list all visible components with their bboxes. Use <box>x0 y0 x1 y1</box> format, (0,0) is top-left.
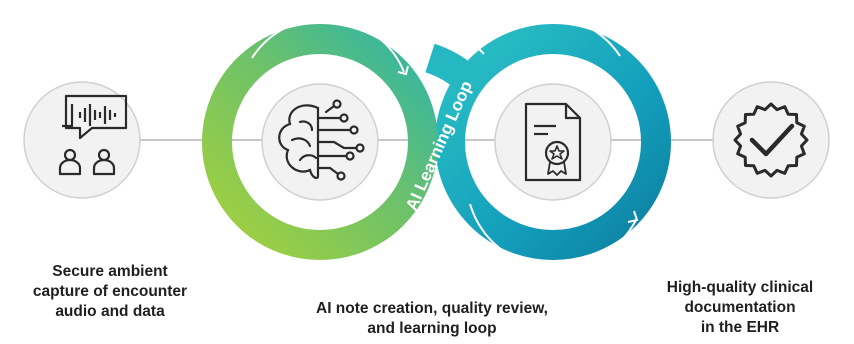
caption-line: capture of encounter <box>32 283 188 300</box>
green-arrow <box>251 17 405 73</box>
caption-line: High-quality clinical <box>666 279 814 296</box>
caption-line: audio and data <box>55 303 165 320</box>
step-ehr <box>712 81 830 199</box>
caption-line: in the EHR <box>700 319 780 336</box>
teal-ring <box>435 24 671 260</box>
caption-line: documentation <box>684 299 796 316</box>
step-document <box>494 83 612 201</box>
green-arrow-head <box>397 65 409 76</box>
caption-line: and learning loop <box>367 320 497 337</box>
green-ring <box>202 24 438 260</box>
teal-arrow-bottom <box>469 203 637 270</box>
certified-document-icon <box>524 102 582 182</box>
caption-capture: Secure ambient capture of encounter audi… <box>10 262 210 322</box>
checkmark-seal-icon <box>733 102 809 178</box>
step-capture <box>23 81 141 199</box>
teal-overlap <box>424 43 481 94</box>
step-ai <box>261 83 379 201</box>
teal-arrow-top-head <box>474 39 487 55</box>
ai-brain-icon <box>278 99 365 181</box>
caption-ehr: High-quality clinical documentation in t… <box>640 278 840 338</box>
teal-arrow-bottom-head <box>627 210 639 223</box>
caption-ai: AI note creation, quality review, and le… <box>262 299 602 339</box>
audio-capture-icon <box>58 94 128 176</box>
caption-line: AI note creation, quality review, <box>316 300 548 317</box>
caption-line: Secure ambient <box>52 263 168 280</box>
teal-arrow-top <box>477 14 621 57</box>
